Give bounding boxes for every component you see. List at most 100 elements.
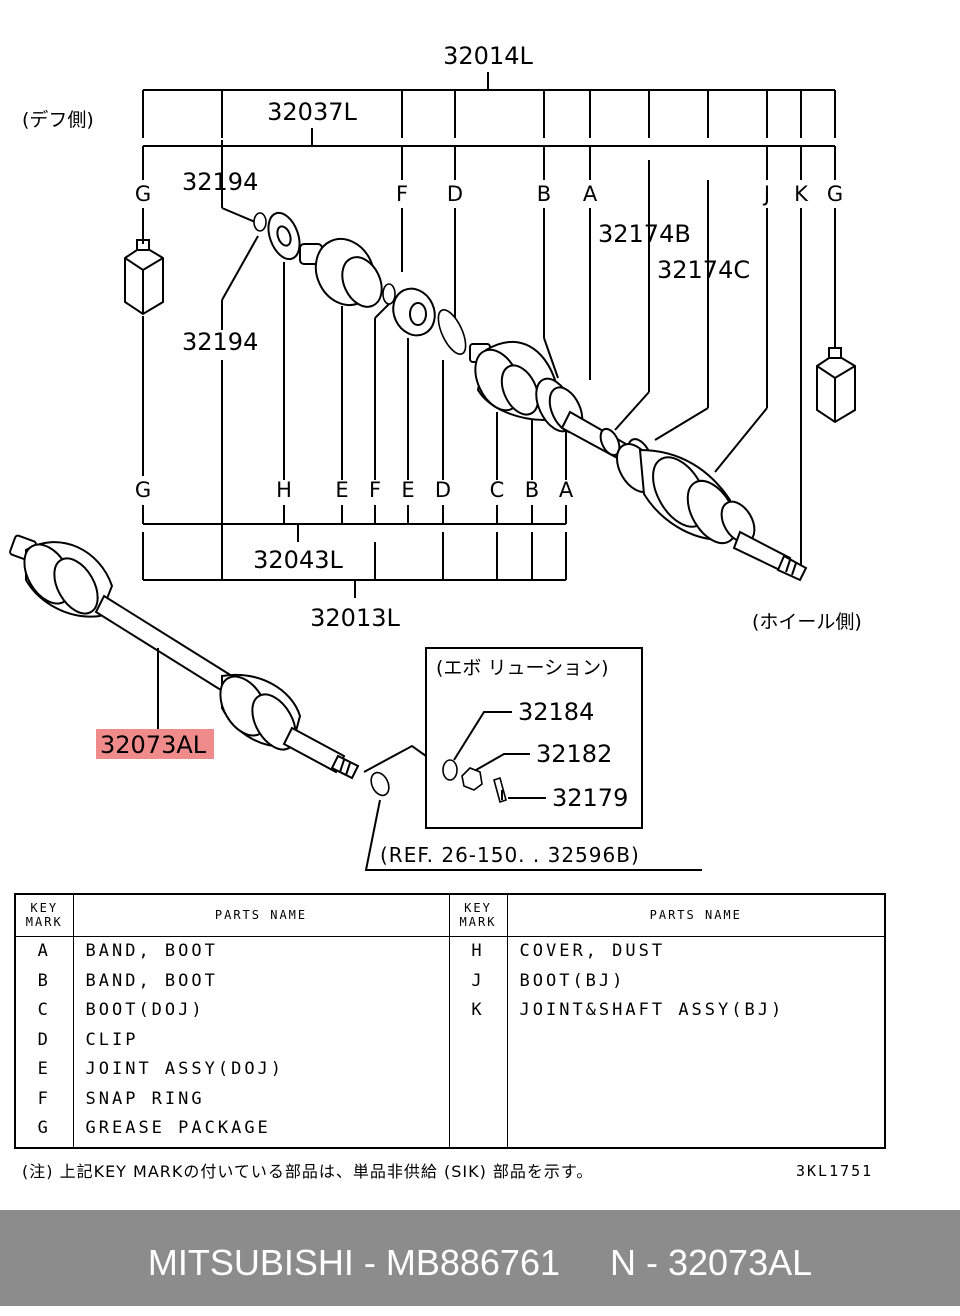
name-cell [506, 1113, 886, 1148]
key-cell [448, 1025, 508, 1055]
parts-name-header: PARTS NAME [506, 893, 886, 937]
bracket-32043L [142, 505, 567, 542]
callout-32174B: 32174B [598, 220, 691, 248]
key-cell [448, 1083, 508, 1114]
name-cell: JOINT&SHAFT ASSY(BJ) [506, 995, 886, 1026]
callout-32014L: 32014L [443, 42, 533, 70]
name-cell [506, 1025, 886, 1055]
outer-stub-shaft-part [732, 530, 808, 582]
table-row: C BOOT(DOJ) K JOINT&SHAFT ASSY(BJ) [14, 995, 886, 1026]
clip-part [437, 309, 467, 355]
name-cell [506, 1054, 886, 1084]
name-cell: BOOT(DOJ) [72, 995, 450, 1026]
bracket-drops-top [142, 90, 836, 138]
bottom-key-marks: G H E F E D C B A [135, 478, 574, 502]
grease-package-left [124, 239, 164, 316]
key-cell [448, 1054, 508, 1084]
diff-side-label: (デフ側) [22, 109, 94, 131]
callout-32182: 32182 [536, 740, 612, 768]
table-row: F SNAP RING [14, 1083, 886, 1114]
bracket-32013L [142, 532, 567, 598]
callout-32194-upper: 32194 [182, 168, 258, 196]
key-cell: J [448, 966, 508, 996]
top-key-marks: G F D B A J K G [135, 182, 843, 206]
callout-32043L: 32043L [253, 546, 343, 574]
mark-e2-bottom: E [401, 478, 414, 502]
callout-32013L: 32013L [310, 604, 400, 632]
inner-race-part [392, 287, 436, 337]
o-ring-part [253, 212, 267, 232]
mark-h-bottom: H [276, 478, 292, 502]
boot-doj-part [469, 340, 557, 422]
highlight-box [96, 729, 214, 759]
caption-bar: MITSUBISHI - MB886761 N - 32073AL [0, 1210, 960, 1306]
table-row: D CLIP [14, 1025, 886, 1055]
exploded-parts-diagram: 32014L (デフ側) 32037L G F D B A J K [9, 42, 862, 871]
name-cell: COVER, DUST [506, 936, 886, 967]
callout-32073AL: 32073AL [100, 731, 207, 759]
mark-f-top: F [396, 182, 408, 206]
mark-g-top-right: G [827, 182, 843, 206]
callout-32174C: 32174C [657, 256, 750, 284]
table-row: E JOINT ASSY(DOJ) [14, 1054, 886, 1084]
parts-name-header: PARTS NAME [72, 893, 450, 937]
mark-e-bottom: E [335, 478, 348, 502]
mark-a-top: A [583, 182, 598, 206]
joint-housing-part [299, 237, 383, 308]
mark-a-bottom: A [559, 478, 574, 502]
callout-32037L: 32037L [267, 98, 357, 126]
dust-cover-part [267, 211, 301, 261]
complete-drive-shaft [9, 534, 360, 780]
key-cell: G [14, 1113, 74, 1148]
wheel-side-label: (ホイール側) [752, 611, 862, 633]
name-cell: BAND, BOOT [72, 936, 450, 967]
table-row: B BAND, BOOT J BOOT(BJ) [14, 966, 886, 996]
key-cell: H [448, 936, 508, 967]
mark-j-top: J [762, 182, 770, 206]
name-cell: JOINT ASSY(DOJ) [72, 1054, 450, 1084]
key-cell: A [14, 936, 74, 967]
part-number-caption: MITSUBISHI - MB886761 N - 32073AL [147, 1242, 813, 1283]
grease-package-right [816, 347, 856, 424]
mark-b-bottom: B [525, 478, 539, 502]
key-cell: B [14, 966, 74, 996]
key-cell: D [14, 1025, 74, 1055]
mark-f-bottom: F [369, 478, 381, 502]
key-cell: K [448, 995, 508, 1026]
boot-bj-part [616, 443, 756, 545]
washer-part [370, 771, 390, 797]
mark-b-top: B [537, 182, 551, 206]
callout-32179: 32179 [552, 784, 628, 812]
mark-g-bottom: G [135, 478, 151, 502]
key-cell [448, 1113, 508, 1148]
name-cell: SNAP RING [72, 1083, 450, 1114]
table-row: G GREASE PACKAGE [14, 1113, 886, 1148]
mark-g-top: G [135, 182, 151, 206]
leader-lines [142, 140, 836, 580]
mark-d-top: D [447, 182, 463, 206]
footnote: (注) 上記KEY MARKの付いている部品は、単品非供給 (SIK) 部品を示… [22, 1162, 594, 1181]
callout-32184: 32184 [518, 698, 594, 726]
mark-c-bottom: C [490, 478, 505, 502]
name-cell: BOOT(BJ) [506, 966, 886, 996]
mark-k-top: K [794, 182, 809, 206]
mark-d-bottom: D [435, 478, 451, 502]
name-cell: GREASE PACKAGE [72, 1113, 450, 1148]
key-cell: F [14, 1083, 74, 1114]
key-cell: C [14, 995, 74, 1026]
key-cell: E [14, 1054, 74, 1084]
name-cell [506, 1083, 886, 1114]
ref-label: (REF. 26-150. . 32596B) [380, 843, 640, 867]
snap-ring-part [382, 283, 396, 305]
table-row: A BAND, BOOT H COVER, DUST [14, 936, 886, 967]
evolution-parts-box: (エボ リューション) 32184 32182 32179 [425, 647, 643, 829]
callout-32194-lower: 32194 [182, 328, 258, 356]
document-code: 3KL1751 [796, 1162, 874, 1180]
name-cell: CLIP [72, 1025, 450, 1055]
evolution-label: (エボ リューション) [436, 657, 609, 679]
name-cell: BAND, BOOT [72, 966, 450, 996]
